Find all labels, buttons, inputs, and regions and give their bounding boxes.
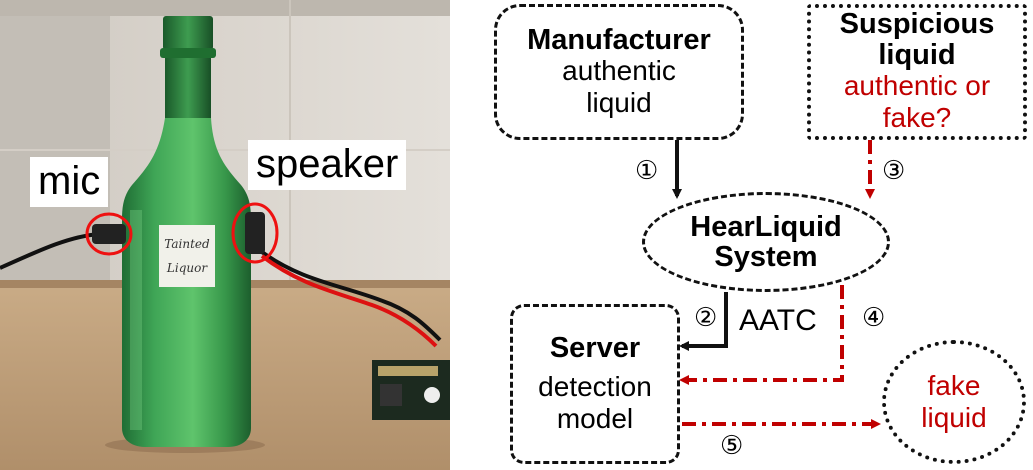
- suspicious-line2: fake?: [882, 102, 952, 134]
- step-2-marker: ②: [694, 302, 718, 332]
- step-4-marker: ④: [862, 302, 886, 332]
- bottle-photo: Tainted Liquor: [0, 0, 450, 470]
- manufacturer-title: Manufacturer: [527, 23, 711, 56]
- bottle-tag: [159, 225, 215, 287]
- bottle-tag-line2: Liquor: [166, 261, 208, 275]
- server-title: Server: [549, 331, 641, 364]
- diagram-arrows: [672, 140, 881, 429]
- server-line1: detection: [538, 371, 652, 403]
- manufacturer-box: Manufacturer authentic liquid: [494, 4, 744, 140]
- system-line2: System: [714, 241, 818, 273]
- mic-label: mic: [30, 157, 109, 207]
- step-5-marker: ⑤: [720, 430, 744, 460]
- fake-line1: fake: [927, 369, 981, 401]
- suspicious-liquid-box: Suspicious liquid authentic or fake?: [807, 4, 1027, 140]
- suspicious-title-line1: Suspicious: [839, 8, 995, 41]
- manufacturer-line2: liquid: [586, 87, 652, 119]
- aatc-label: AATC: [739, 304, 817, 337]
- suspicious-title-line2: liquid: [878, 38, 956, 71]
- photo-panel: Tainted Liquor mic speaker: [0, 0, 450, 470]
- speaker-label: speaker: [248, 140, 407, 190]
- speaker-device: [245, 212, 265, 254]
- step-1-marker: ①: [635, 155, 659, 185]
- manufacturer-line1: authentic: [562, 55, 676, 87]
- server-box: Server detection model: [510, 304, 680, 464]
- arrow-step-2: [679, 292, 728, 351]
- hearliquid-system-ellipse: HearLiquid System: [642, 192, 890, 292]
- mic-highlight-circle: [85, 212, 133, 256]
- step-3-marker: ③: [882, 155, 906, 185]
- suspicious-line1: authentic or: [843, 70, 991, 102]
- server-line2: model: [556, 403, 634, 435]
- system-line1: HearLiquid: [690, 210, 842, 243]
- arrow-step-4: [679, 285, 844, 385]
- flow-diagram: Manufacturer authentic liquid Suspicious…: [458, 0, 1033, 470]
- fake-liquid-circle: fake liquid: [882, 340, 1026, 464]
- speaker-highlight-circle: [231, 202, 279, 264]
- bottle-tag-line1: Tainted: [164, 237, 210, 251]
- mic-device: [92, 224, 126, 244]
- fake-line2: liquid: [921, 402, 987, 433]
